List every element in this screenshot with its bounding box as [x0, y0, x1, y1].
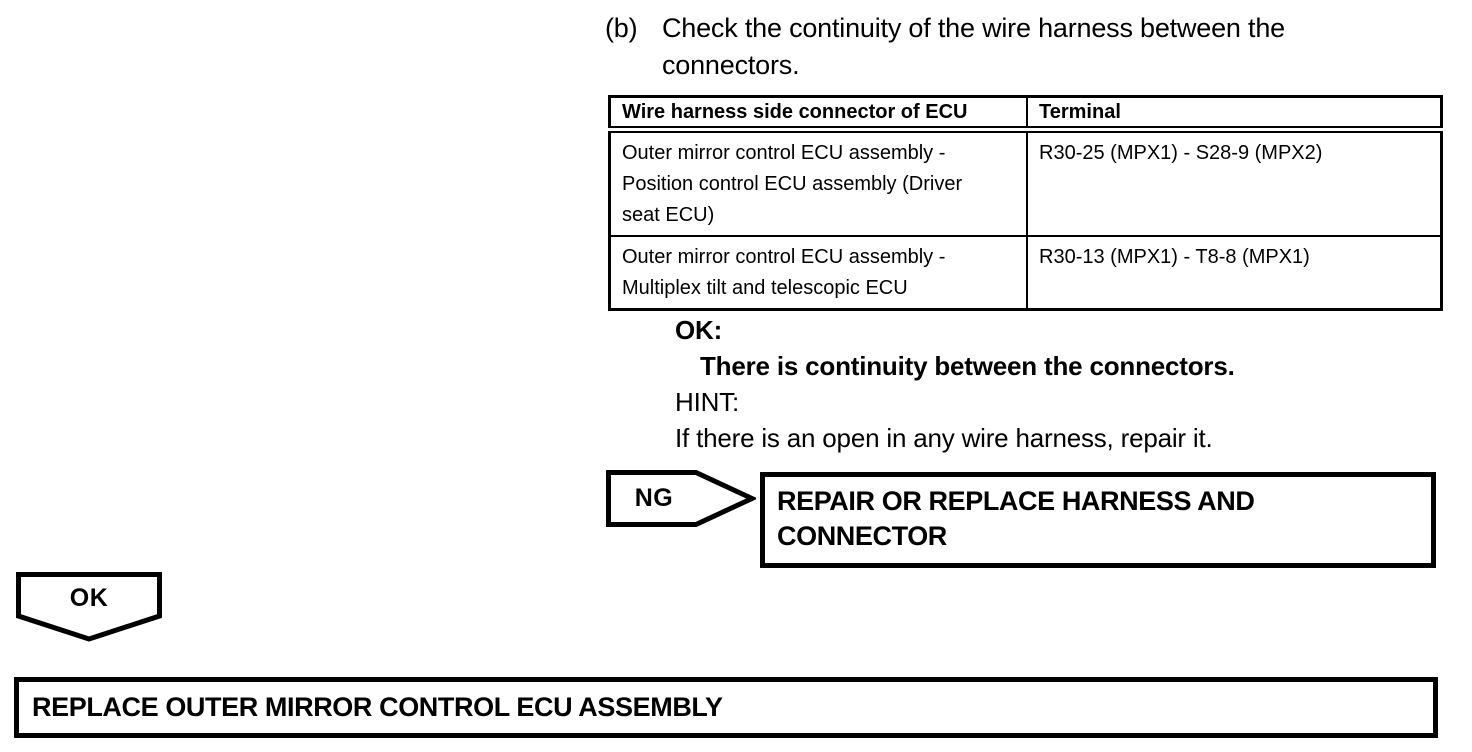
header-connector-column: Wire harness side connector of ECU — [608, 95, 1028, 133]
table-row: Outer mirror control ECU assembly - Posi… — [608, 128, 1443, 237]
step-label: (b) — [605, 13, 638, 43]
terminal-cell: R30-13 (MPX1) - T8-8 (MPX1) — [1026, 235, 1443, 311]
header-terminal-column: Terminal — [1026, 95, 1443, 133]
step-text: Check the continuity of the wire harness… — [662, 13, 1285, 80]
ok-flow-label: OK — [69, 584, 109, 612]
continuity-table: Wire harness side connector of ECU Termi… — [608, 95, 1443, 311]
hint-label: HINT: — [675, 387, 740, 417]
table-row: Outer mirror control ECU assembly - Mult… — [608, 235, 1443, 311]
ok-condition: There is continuity between the connecto… — [700, 351, 1235, 381]
ok-label: OK: — [675, 315, 723, 345]
ng-arrow-icon — [606, 470, 756, 527]
ng-label: NG — [634, 484, 674, 512]
terminal-cell: R30-25 (MPX1) - S28-9 (MPX2) — [1026, 128, 1443, 237]
connector-cell: Outer mirror control ECU assembly - Posi… — [608, 128, 1028, 237]
table-header-row: Wire harness side connector of ECU Termi… — [608, 95, 1443, 133]
ng-branch-pointer: NG — [606, 470, 756, 528]
ok-branch-pointer: OK — [16, 572, 162, 644]
procedure-step: (b) Check the continuity of the wire har… — [605, 10, 1422, 84]
ng-action-box: REPAIR OR REPLACE HARNESS AND CONNECTOR — [760, 472, 1436, 568]
ok-arrow-icon — [16, 572, 162, 642]
ok-action-box: REPLACE OUTER MIRROR CONTROL ECU ASSEMBL… — [14, 677, 1438, 738]
hint-text: If there is an open in any wire harness,… — [675, 423, 1213, 453]
ok-criteria-block: OK: There is continuity between the conn… — [675, 312, 1235, 456]
ok-action-text: REPLACE OUTER MIRROR CONTROL ECU ASSEMBL… — [32, 692, 723, 722]
connector-cell: Outer mirror control ECU assembly - Mult… — [608, 235, 1028, 311]
